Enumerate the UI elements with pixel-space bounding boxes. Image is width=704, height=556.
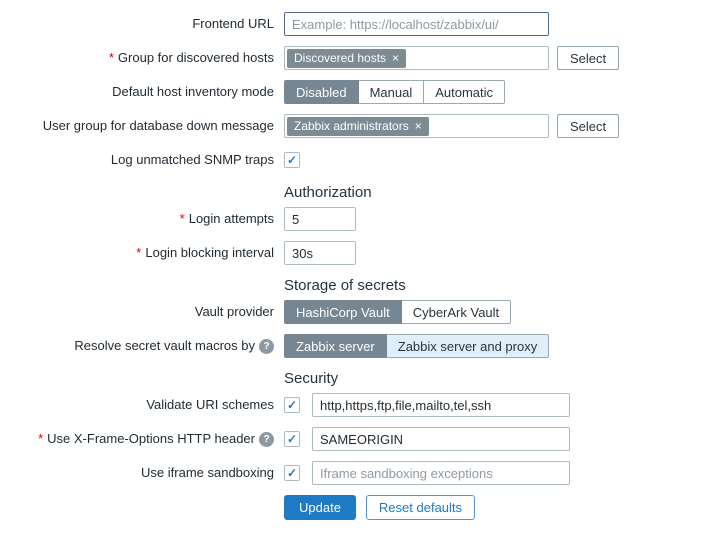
form-row-login-blocking-interval: * Login blocking interval <box>0 241 704 265</box>
validate-uri-checkbox[interactable]: ✓ <box>284 397 300 413</box>
db-down-user-group-label-text: User group for database down message <box>42 118 274 133</box>
required-asterisk: * <box>136 245 142 260</box>
vault-provider-label-text: Vault provider <box>194 304 274 319</box>
form-row-discovered-hosts-group: * Group for discovered hosts Discovered … <box>0 46 704 70</box>
form-row-x-frame-options: * Use X-Frame-Options HTTP header ? ✓ <box>0 427 704 451</box>
login-attempts-input[interactable] <box>284 207 356 231</box>
discovered-hosts-group-label: * Group for discovered hosts <box>0 50 274 66</box>
form-footer: Update Reset defaults <box>284 495 704 520</box>
vault-macros-option-server[interactable]: Zabbix server <box>284 334 387 358</box>
authorization-section-header: Authorization <box>284 184 372 201</box>
discovered-hosts-group-field: Discovered hosts × Select <box>284 46 620 70</box>
iframe-sandboxing-input[interactable] <box>312 461 570 485</box>
required-asterisk: * <box>179 211 185 226</box>
login-attempts-label: * Login attempts <box>0 211 274 227</box>
discovered-hosts-group-label-text: Group for discovered hosts <box>117 50 274 65</box>
login-blocking-interval-label-text: Login blocking interval <box>145 245 274 260</box>
check-icon: ✓ <box>286 466 298 480</box>
update-button[interactable]: Update <box>284 495 356 520</box>
check-icon: ✓ <box>286 398 298 412</box>
validate-uri-input[interactable] <box>312 393 570 417</box>
login-blocking-interval-label: * Login blocking interval <box>0 245 274 261</box>
form-row-db-down-user-group: User group for database down message Zab… <box>0 114 704 138</box>
snmp-traps-field: ✓ <box>284 152 300 168</box>
snmp-traps-label-text: Log unmatched SNMP traps <box>110 152 274 167</box>
inventory-mode-option-automatic[interactable]: Automatic <box>423 80 506 104</box>
help-icon[interactable]: ? <box>259 338 274 354</box>
chip-label: Discovered hosts <box>294 51 387 65</box>
vault-macros-field: Zabbix server Zabbix server and proxy <box>284 334 550 358</box>
iframe-sandboxing-field: ✓ <box>284 461 570 485</box>
required-asterisk: * <box>108 50 114 65</box>
snmp-traps-label: Log unmatched SNMP traps <box>0 152 274 168</box>
db-down-user-group-multiselect[interactable]: Zabbix administrators × <box>284 114 549 138</box>
form-row-frontend-url: Frontend URL <box>0 12 704 36</box>
frontend-url-field <box>284 12 549 36</box>
security-section-header: Security <box>284 370 339 387</box>
select-button[interactable]: Select <box>557 46 620 70</box>
inventory-mode-label-text: Default host inventory mode <box>112 84 274 99</box>
login-blocking-interval-input[interactable] <box>284 241 356 265</box>
inventory-mode-segmented-control: Disabled Manual Automatic <box>284 80 506 104</box>
required-asterisk: * <box>38 431 44 446</box>
check-icon: ✓ <box>286 153 298 167</box>
iframe-sandboxing-checkbox[interactable]: ✓ <box>284 465 300 481</box>
remove-icon[interactable]: × <box>414 119 422 133</box>
validate-uri-field: ✓ <box>284 393 570 417</box>
validate-uri-label-text: Validate URI schemes <box>146 397 274 412</box>
storage-of-secrets-section-header: Storage of secrets <box>284 277 406 294</box>
log-unmatched-snmp-checkbox[interactable]: ✓ <box>284 152 300 168</box>
selected-item-chip[interactable]: Zabbix administrators × <box>287 116 429 136</box>
login-attempts-label-text: Login attempts <box>188 211 274 226</box>
frontend-url-label-text: Frontend URL <box>192 16 274 31</box>
selected-item-chip[interactable]: Discovered hosts × <box>287 48 407 68</box>
discovered-hosts-multiselect[interactable]: Discovered hosts × <box>284 46 549 70</box>
inventory-mode-option-disabled[interactable]: Disabled <box>284 80 359 104</box>
vault-provider-label: Vault provider <box>0 304 274 320</box>
vault-macros-option-server-and-proxy[interactable]: Zabbix server and proxy <box>385 334 550 358</box>
x-frame-options-checkbox[interactable]: ✓ <box>284 431 300 447</box>
login-blocking-interval-field <box>284 241 356 265</box>
x-frame-options-label-text: Use X-Frame-Options HTTP header <box>47 431 255 446</box>
check-icon: ✓ <box>286 432 298 446</box>
x-frame-options-label: * Use X-Frame-Options HTTP header ? <box>0 431 274 447</box>
login-attempts-field <box>284 207 356 231</box>
x-frame-options-field: ✓ <box>284 427 570 451</box>
vault-macros-label-text: Resolve secret vault macros by <box>74 338 255 353</box>
iframe-sandboxing-label-text: Use iframe sandboxing <box>141 465 274 480</box>
inventory-mode-option-manual[interactable]: Manual <box>357 80 425 104</box>
vault-provider-option-hashicorp[interactable]: HashiCorp Vault <box>284 300 402 324</box>
vault-macros-label: Resolve secret vault macros by ? <box>0 338 274 354</box>
remove-icon[interactable]: × <box>392 51 400 65</box>
db-down-user-group-label: User group for database down message <box>0 118 274 134</box>
form-row-snmp-traps: Log unmatched SNMP traps ✓ <box>0 148 704 172</box>
vault-macros-segmented-control: Zabbix server Zabbix server and proxy <box>284 334 550 358</box>
inventory-mode-field: Disabled Manual Automatic <box>284 80 506 104</box>
vault-provider-option-cyberark[interactable]: CyberArk Vault <box>400 300 512 324</box>
help-icon[interactable]: ? <box>259 431 274 447</box>
x-frame-options-input[interactable] <box>312 427 570 451</box>
db-down-user-group-field: Zabbix administrators × Select <box>284 114 620 138</box>
zabbix-gui-settings-form: Frontend URL * Group for discovered host… <box>0 12 704 520</box>
select-button[interactable]: Select <box>557 114 620 138</box>
reset-defaults-button[interactable]: Reset defaults <box>365 495 476 520</box>
form-row-login-attempts: * Login attempts <box>0 207 704 231</box>
vault-provider-field: HashiCorp Vault CyberArk Vault <box>284 300 512 324</box>
inventory-mode-label: Default host inventory mode <box>0 84 274 100</box>
validate-uri-label: Validate URI schemes <box>0 397 274 413</box>
form-row-inventory-mode: Default host inventory mode Disabled Man… <box>0 80 704 104</box>
form-row-vault-provider: Vault provider HashiCorp Vault CyberArk … <box>0 300 704 324</box>
frontend-url-input[interactable] <box>284 12 549 36</box>
chip-label: Zabbix administrators <box>294 119 409 133</box>
form-row-vault-macros: Resolve secret vault macros by ? Zabbix … <box>0 334 704 358</box>
form-row-validate-uri: Validate URI schemes ✓ <box>0 393 704 417</box>
iframe-sandboxing-label: Use iframe sandboxing <box>0 465 274 481</box>
vault-provider-segmented-control: HashiCorp Vault CyberArk Vault <box>284 300 512 324</box>
frontend-url-label: Frontend URL <box>0 16 274 32</box>
form-row-iframe-sandboxing: Use iframe sandboxing ✓ <box>0 461 704 485</box>
